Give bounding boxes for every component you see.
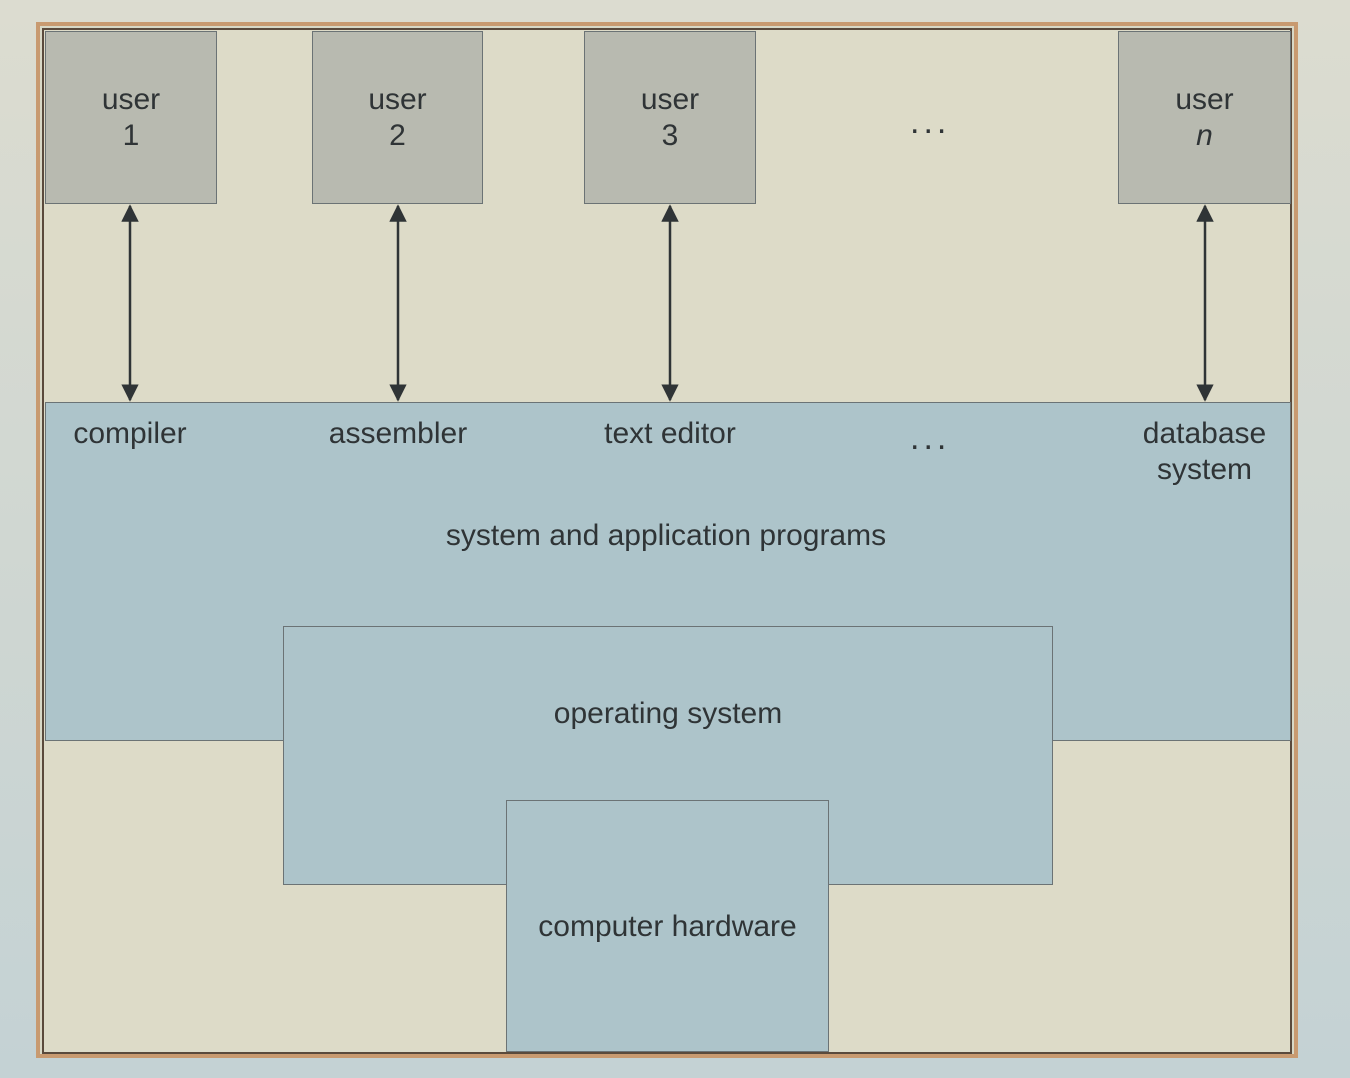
user-number: 2	[389, 119, 406, 152]
user-label: user	[368, 83, 427, 116]
user-label: user	[1175, 83, 1234, 116]
user-number: 1	[122, 119, 140, 152]
computer-hardware-label: computer hardware	[538, 910, 797, 943]
user-box-1: user 1	[45, 31, 217, 204]
database-system-label: database system	[1112, 416, 1297, 488]
user-number: n	[1196, 119, 1213, 152]
computer-hardware-box	[506, 800, 829, 1052]
user-label: user	[640, 83, 700, 116]
text-editor-label: text editor	[604, 417, 736, 450]
programs-ellipsis: ...	[910, 419, 951, 457]
operating-system-label: operating system	[553, 697, 783, 730]
users-ellipsis: ...	[910, 103, 951, 141]
database-label-line1: database	[1142, 417, 1267, 450]
assembler-label: assembler	[328, 417, 468, 450]
user-box-n: user n	[1118, 31, 1291, 204]
user-number: 3	[661, 119, 679, 152]
compiler-label: compiler	[73, 417, 187, 450]
user-box-2: user 2	[312, 31, 483, 204]
user-box-3: user 3	[584, 31, 756, 204]
database-label-line2: system	[1156, 453, 1252, 486]
system-application-programs-label: system and application programs	[445, 519, 887, 552]
user-label: user	[101, 83, 161, 116]
